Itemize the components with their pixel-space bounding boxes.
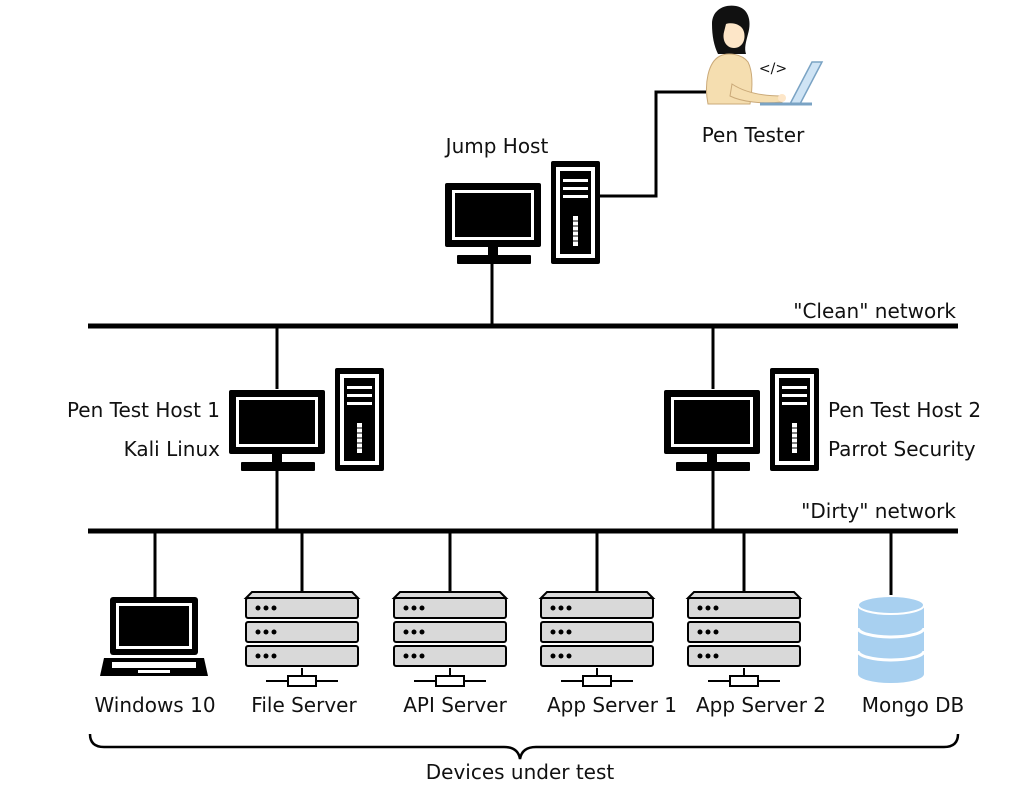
device-app-server-2: App Server 2 [688,592,826,717]
pen-test-host-1: Pen Test Host 1 Kali Linux [67,367,385,472]
pen-tester-label: Pen Tester [702,123,805,147]
device-file-server: File Server [246,592,358,717]
desktop-computer-icon [444,160,601,265]
jump-host-to-pen-tester-link [600,90,706,198]
desktop-computer-icon [228,367,385,472]
laptop-icon [100,597,208,676]
rack-server-icon [541,592,653,686]
devices-group-label: Devices under test [426,760,615,784]
device-api-server: API Server [394,592,508,717]
dirty-network-label: "Dirty" network [801,499,956,523]
rack-server-icon [246,592,358,686]
pen-test-host-1-name: Pen Test Host 1 [67,398,220,422]
device-label: Windows 10 [94,693,215,717]
connection-lines [153,90,893,598]
clean-network-label: "Clean" network [793,299,956,323]
pen-tester: </> Pen Tester [702,5,824,147]
rack-server-icon [394,592,506,686]
devices-bracket [88,733,960,760]
rack-server-icon [688,592,800,686]
jump-host-label: Jump Host [444,134,549,158]
desktop-computer-icon [663,367,820,472]
pen-test-host-2-os: Parrot Security [828,437,976,461]
device-label: API Server [403,693,507,717]
pen-tester-screen-glyph: </> [759,61,787,77]
device-label: App Server 1 [547,693,677,717]
database-icon [856,595,926,683]
device-app-server-1: App Server 1 [541,592,677,717]
device-label: Mongo DB [862,693,965,717]
device-windows-10: Windows 10 [94,597,216,717]
pen-test-host-1-os: Kali Linux [124,437,221,461]
jump-host: Jump Host [444,134,601,265]
pen-test-host-2-name: Pen Test Host 2 [828,398,981,422]
device-label: File Server [251,693,357,717]
device-label: App Server 2 [696,693,826,717]
person-with-laptop-icon [706,5,824,106]
device-mongo-db: Mongo DB [856,595,965,717]
pen-test-host-2: Pen Test Host 2 Parrot Security [663,367,981,472]
